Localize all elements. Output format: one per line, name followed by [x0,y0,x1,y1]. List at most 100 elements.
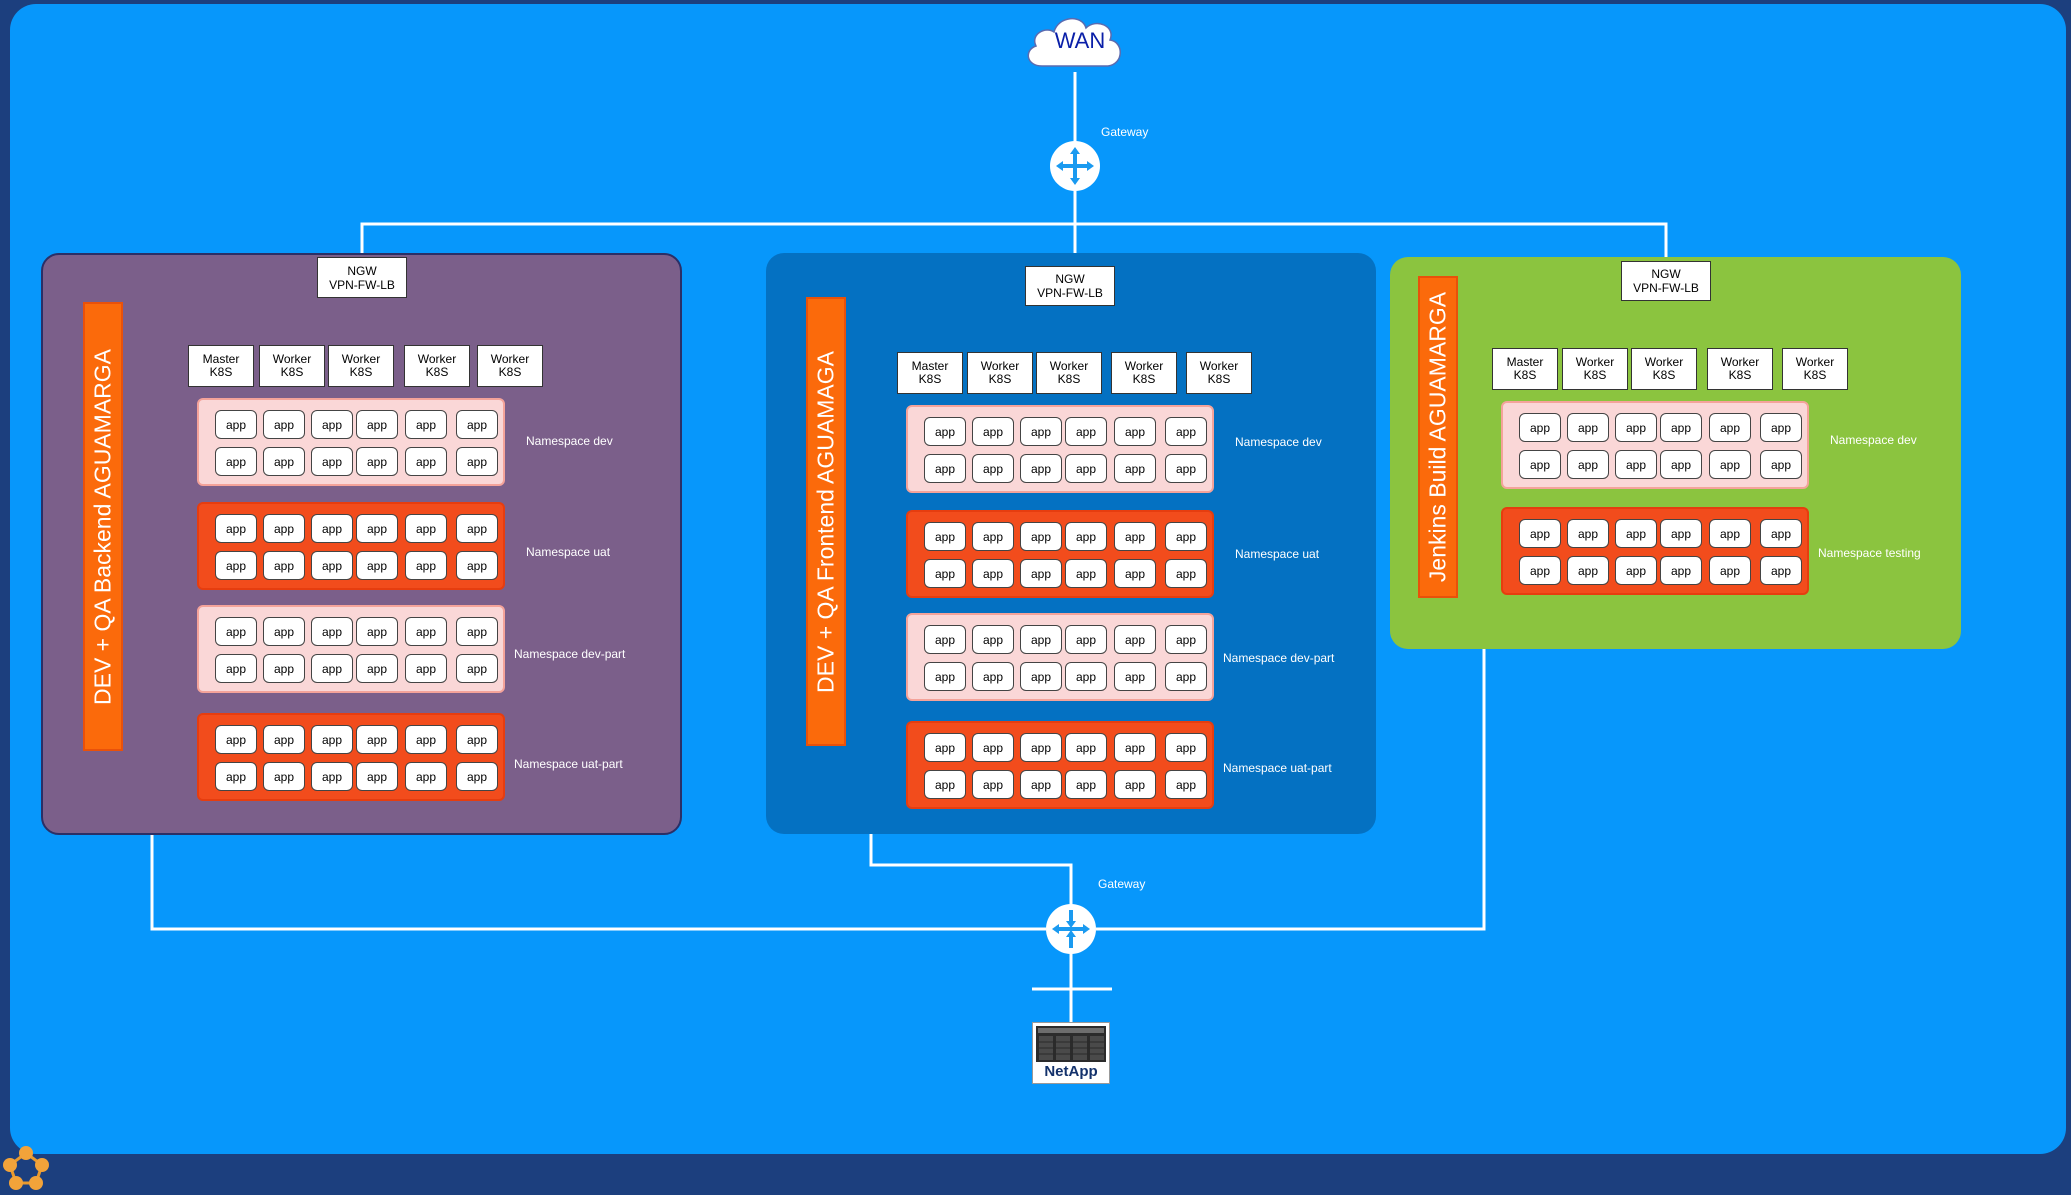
app-pod[interactable]: app [1165,522,1207,551]
worker-node[interactable]: Worker K8S [328,345,394,387]
app-pod[interactable]: app [972,662,1014,691]
app-pod[interactable]: app [311,410,353,439]
app-pod[interactable]: app [215,514,257,543]
ngw-node[interactable]: NGW VPN-FW-LB [317,257,407,298]
app-pod[interactable]: app [1567,413,1609,442]
app-pod[interactable]: app [972,770,1014,799]
app-pod[interactable]: app [1065,417,1107,446]
app-pod[interactable]: app [1519,556,1561,585]
app-pod[interactable]: app [1114,625,1156,654]
app-pod[interactable]: app [1114,417,1156,446]
worker-node[interactable]: Worker K8S [404,345,470,387]
app-pod[interactable]: app [1020,733,1062,762]
worker-node[interactable]: Worker K8S [1111,352,1177,394]
app-pod[interactable]: app [356,762,398,791]
app-pod[interactable]: app [311,514,353,543]
app-pod[interactable]: app [1760,450,1802,479]
app-pod[interactable]: app [1165,733,1207,762]
app-pod[interactable]: app [456,514,498,543]
app-pod[interactable]: app [1709,519,1751,548]
app-pod[interactable]: app [215,617,257,646]
app-pod[interactable]: app [311,725,353,754]
app-pod[interactable]: app [456,551,498,580]
app-pod[interactable]: app [1065,559,1107,588]
app-pod[interactable]: app [924,417,966,446]
ngw-node[interactable]: NGW VPN-FW-LB [1025,266,1115,306]
app-pod[interactable]: app [1615,413,1657,442]
app-pod[interactable]: app [1567,450,1609,479]
app-pod[interactable]: app [924,625,966,654]
app-pod[interactable]: app [972,522,1014,551]
app-pod[interactable]: app [1065,733,1107,762]
app-pod[interactable]: app [1165,770,1207,799]
app-pod[interactable]: app [924,733,966,762]
app-pod[interactable]: app [405,410,447,439]
app-pod[interactable]: app [972,454,1014,483]
app-pod[interactable]: app [1165,559,1207,588]
app-pod[interactable]: app [215,725,257,754]
app-pod[interactable]: app [1065,625,1107,654]
app-pod[interactable]: app [1065,454,1107,483]
app-pod[interactable]: app [405,725,447,754]
app-pod[interactable]: app [972,733,1014,762]
app-pod[interactable]: app [1165,454,1207,483]
app-pod[interactable]: app [1567,519,1609,548]
app-pod[interactable]: app [1760,413,1802,442]
app-pod[interactable]: app [1114,454,1156,483]
router-icon[interactable] [1046,904,1096,954]
worker-node[interactable]: Worker K8S [259,345,325,387]
app-pod[interactable]: app [1020,454,1062,483]
app-pod[interactable]: app [405,654,447,683]
app-pod[interactable]: app [215,654,257,683]
app-pod[interactable]: app [972,417,1014,446]
app-pod[interactable]: app [1709,450,1751,479]
app-pod[interactable]: app [1615,450,1657,479]
app-pod[interactable]: app [456,762,498,791]
ngw-node[interactable]: NGW VPN-FW-LB [1621,261,1711,301]
app-pod[interactable]: app [356,654,398,683]
app-pod[interactable]: app [1519,450,1561,479]
app-pod[interactable]: app [1020,625,1062,654]
app-pod[interactable]: app [924,662,966,691]
app-pod[interactable]: app [1165,417,1207,446]
app-pod[interactable]: app [1760,519,1802,548]
app-pod[interactable]: app [456,410,498,439]
worker-node[interactable]: Worker K8S [477,345,543,387]
app-pod[interactable]: app [1020,770,1062,799]
app-pod[interactable]: app [456,725,498,754]
app-pod[interactable]: app [405,617,447,646]
app-pod[interactable]: app [1114,522,1156,551]
app-pod[interactable]: app [405,762,447,791]
app-pod[interactable]: app [311,551,353,580]
app-pod[interactable]: app [356,725,398,754]
worker-node[interactable]: Worker K8S [1707,348,1773,390]
master-node[interactable]: Master K8S [1492,348,1558,390]
master-node[interactable]: Master K8S [188,345,254,387]
app-pod[interactable]: app [1660,413,1702,442]
app-pod[interactable]: app [1660,556,1702,585]
app-pod[interactable]: app [1065,770,1107,799]
app-pod[interactable]: app [1567,556,1609,585]
app-pod[interactable]: app [215,447,257,476]
app-pod[interactable]: app [215,551,257,580]
worker-node[interactable]: Worker K8S [1186,352,1252,394]
app-pod[interactable]: app [1660,519,1702,548]
app-pod[interactable]: app [1165,662,1207,691]
app-pod[interactable]: app [263,447,305,476]
app-pod[interactable]: app [1114,770,1156,799]
app-pod[interactable]: app [356,447,398,476]
app-pod[interactable]: app [924,522,966,551]
app-pod[interactable]: app [263,654,305,683]
worker-node[interactable]: Worker K8S [1036,352,1102,394]
app-pod[interactable]: app [1615,519,1657,548]
app-pod[interactable]: app [1020,417,1062,446]
app-pod[interactable]: app [1065,662,1107,691]
